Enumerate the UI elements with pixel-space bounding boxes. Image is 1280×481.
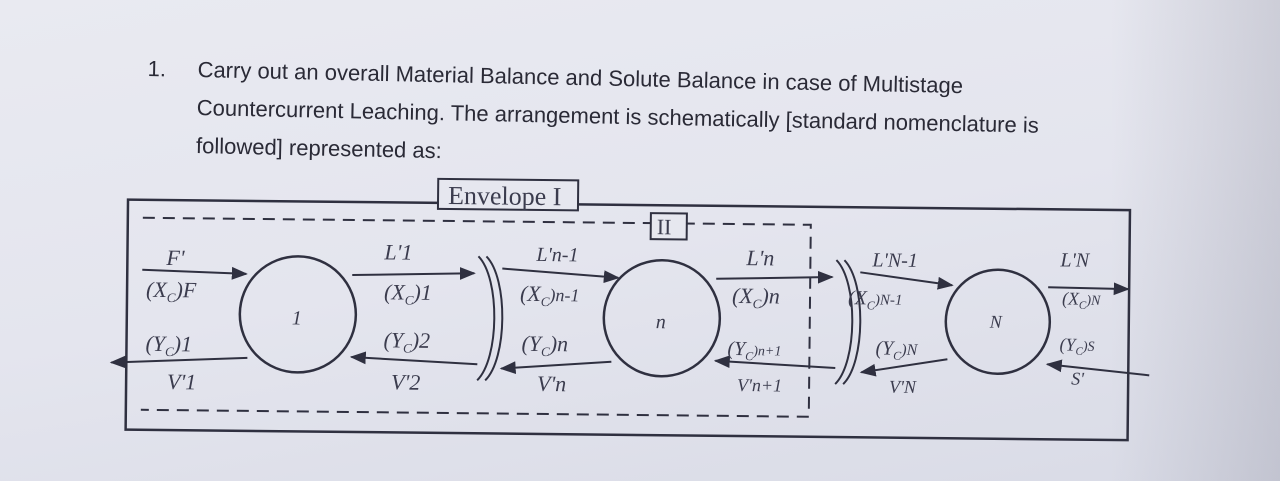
break-2a bbox=[834, 259, 854, 385]
label-Ln: L'n bbox=[745, 245, 774, 270]
label-Yn+1: (YC)n+1 bbox=[727, 338, 781, 364]
arrow-Ln bbox=[716, 270, 834, 284]
label-S: S' bbox=[1071, 369, 1085, 389]
arrow-feed bbox=[142, 266, 248, 280]
label-V1: V'1 bbox=[167, 369, 196, 394]
label-XN: (XC)N bbox=[1062, 288, 1101, 311]
label-XN-1: (XC)N-1 bbox=[848, 287, 903, 313]
label-LN-1: L'N-1 bbox=[871, 249, 918, 271]
label-V2: V'2 bbox=[391, 369, 420, 394]
label-Y2: (YC)2 bbox=[383, 327, 430, 355]
stage-1-circle bbox=[238, 255, 358, 374]
envelope-2-box bbox=[140, 216, 812, 418]
label-YS: (YC)S bbox=[1059, 334, 1094, 357]
arrow-V1 bbox=[109, 355, 248, 369]
stage-N-circle bbox=[944, 268, 1052, 375]
label-Yn: (YC)n bbox=[521, 331, 568, 359]
stage-n-circle bbox=[602, 258, 722, 378]
break-1a bbox=[476, 255, 496, 382]
arrow-Vn bbox=[499, 360, 612, 375]
break-1b bbox=[484, 255, 504, 382]
label-XF: (XC)F bbox=[146, 277, 197, 306]
envelope-1-box bbox=[124, 198, 1132, 442]
label-Vn: V'n bbox=[537, 371, 566, 396]
label-LN: L'N bbox=[1059, 249, 1091, 271]
page-shadow bbox=[1110, 0, 1280, 481]
envelope-2-label: II bbox=[657, 214, 672, 239]
arrow-Vn+1 bbox=[713, 355, 836, 370]
label-YN: (YC)N bbox=[875, 337, 918, 362]
label-Ln-1: L'n-1 bbox=[535, 244, 578, 266]
label-Xn: (XC)n bbox=[732, 283, 780, 311]
label-Vn+1: V'n+1 bbox=[737, 375, 782, 395]
label-Xn-1: (XC)n-1 bbox=[520, 281, 580, 310]
label-Y1: (YC)1 bbox=[145, 331, 192, 359]
arrow-solvent-in bbox=[1045, 359, 1150, 377]
label-VN: V'N bbox=[889, 377, 917, 397]
envelope-2-label-box bbox=[649, 212, 688, 241]
arrow-L1 bbox=[352, 267, 476, 280]
envelope-1-label-box bbox=[436, 177, 580, 212]
stage-N-label: N bbox=[989, 312, 1003, 332]
arrow-VN bbox=[859, 358, 948, 377]
arrow-LN bbox=[1048, 282, 1130, 296]
envelope-1-label: Envelope I bbox=[448, 181, 562, 211]
arrow-Ln-1 bbox=[502, 267, 620, 284]
label-F: F' bbox=[165, 245, 185, 270]
stage-n-label: n bbox=[656, 311, 666, 333]
label-X1: (XC)1 bbox=[384, 279, 432, 307]
arrow-LN-1 bbox=[860, 271, 954, 290]
label-L1: L'1 bbox=[383, 239, 412, 264]
stage-1-label: 1 bbox=[292, 307, 302, 329]
break-2b bbox=[842, 259, 862, 385]
arrow-V2 bbox=[349, 351, 478, 366]
